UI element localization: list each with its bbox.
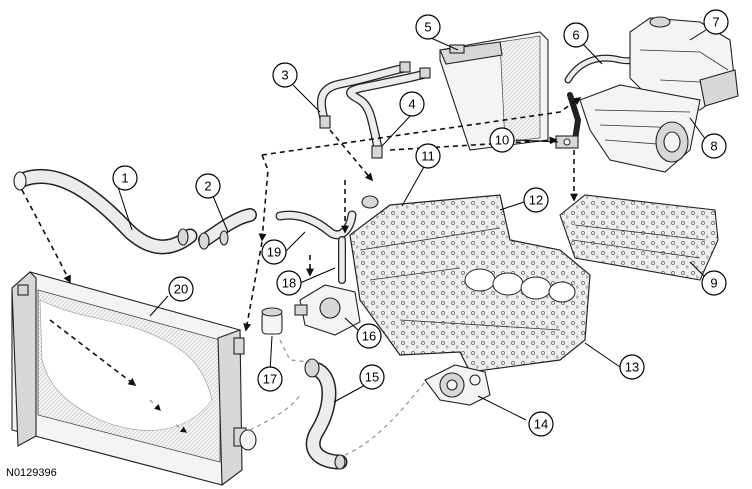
thermostat — [261, 307, 283, 335]
callout-12: 12 — [523, 187, 549, 213]
callout-7-label: 7 — [712, 15, 719, 30]
callout-11: 11 — [415, 143, 441, 169]
thermostat-housing — [294, 284, 361, 336]
callout-4: 4 — [399, 91, 425, 117]
callout-17-label: 17 — [263, 372, 277, 387]
lower-radiator-hose — [304, 358, 348, 470]
callout-20-label: 20 — [174, 282, 188, 297]
callout-19: 19 — [261, 239, 287, 265]
callout-9-label: 9 — [710, 276, 717, 291]
callout-11-label: 11 — [421, 149, 435, 164]
callout-14: 14 — [528, 411, 554, 437]
callout-13: 13 — [619, 354, 645, 380]
callout-8-label: 8 — [710, 139, 717, 154]
water-pump — [424, 364, 491, 406]
callout-4-label: 4 — [408, 97, 415, 112]
callout-2-label: 2 — [204, 179, 211, 194]
callout-16: 16 — [356, 323, 382, 349]
callout-19-label: 19 — [267, 245, 281, 260]
callout-3: 3 — [272, 62, 298, 88]
callout-12-label: 12 — [529, 193, 543, 208]
callout-6: 6 — [563, 22, 589, 48]
callout-17: 17 — [257, 366, 283, 392]
callout-1-label: 1 — [121, 171, 128, 186]
leader-lines — [117, 29, 707, 421]
radiator-to-thermostat-hose — [198, 208, 257, 250]
callout-14-label: 14 — [534, 417, 548, 432]
callout-8: 8 — [701, 133, 727, 159]
callout-3-label: 3 — [281, 68, 288, 83]
engine-block — [349, 194, 591, 373]
figure-id: N0129396 — [6, 467, 57, 479]
callout-7: 7 — [703, 9, 729, 35]
callout-13-label: 13 — [625, 360, 639, 375]
callout-15: 15 — [359, 364, 385, 390]
heater-core — [439, 31, 549, 151]
cylinder-head — [559, 194, 719, 281]
bleed-fitting — [555, 92, 581, 149]
upper-radiator-hose — [13, 168, 198, 255]
callout-20: 20 — [168, 276, 194, 302]
callouts: 1 2 3 4 5 6 7 8 9 10 11 — [112, 9, 729, 437]
callout-18-label: 18 — [282, 276, 296, 291]
callout-18: 18 — [276, 270, 302, 296]
callout-5-label: 5 — [424, 20, 431, 35]
callout-10-label: 10 — [495, 133, 509, 148]
callout-10: 10 — [489, 127, 515, 153]
heater-hoses — [316, 61, 431, 159]
callout-6-label: 6 — [572, 28, 579, 43]
coolant-flow-paths — [21, 97, 582, 456]
callout-5: 5 — [415, 14, 441, 40]
callout-2: 2 — [195, 173, 221, 199]
callout-9: 9 — [701, 270, 727, 296]
callout-16-label: 16 — [362, 329, 376, 344]
radiator — [11, 271, 257, 487]
air-cleaner-housing — [579, 84, 701, 173]
cylinder-bores — [464, 268, 576, 303]
degas-bottle — [564, 16, 739, 111]
callout-15-label: 15 — [365, 370, 379, 385]
callout-1: 1 — [112, 165, 138, 191]
